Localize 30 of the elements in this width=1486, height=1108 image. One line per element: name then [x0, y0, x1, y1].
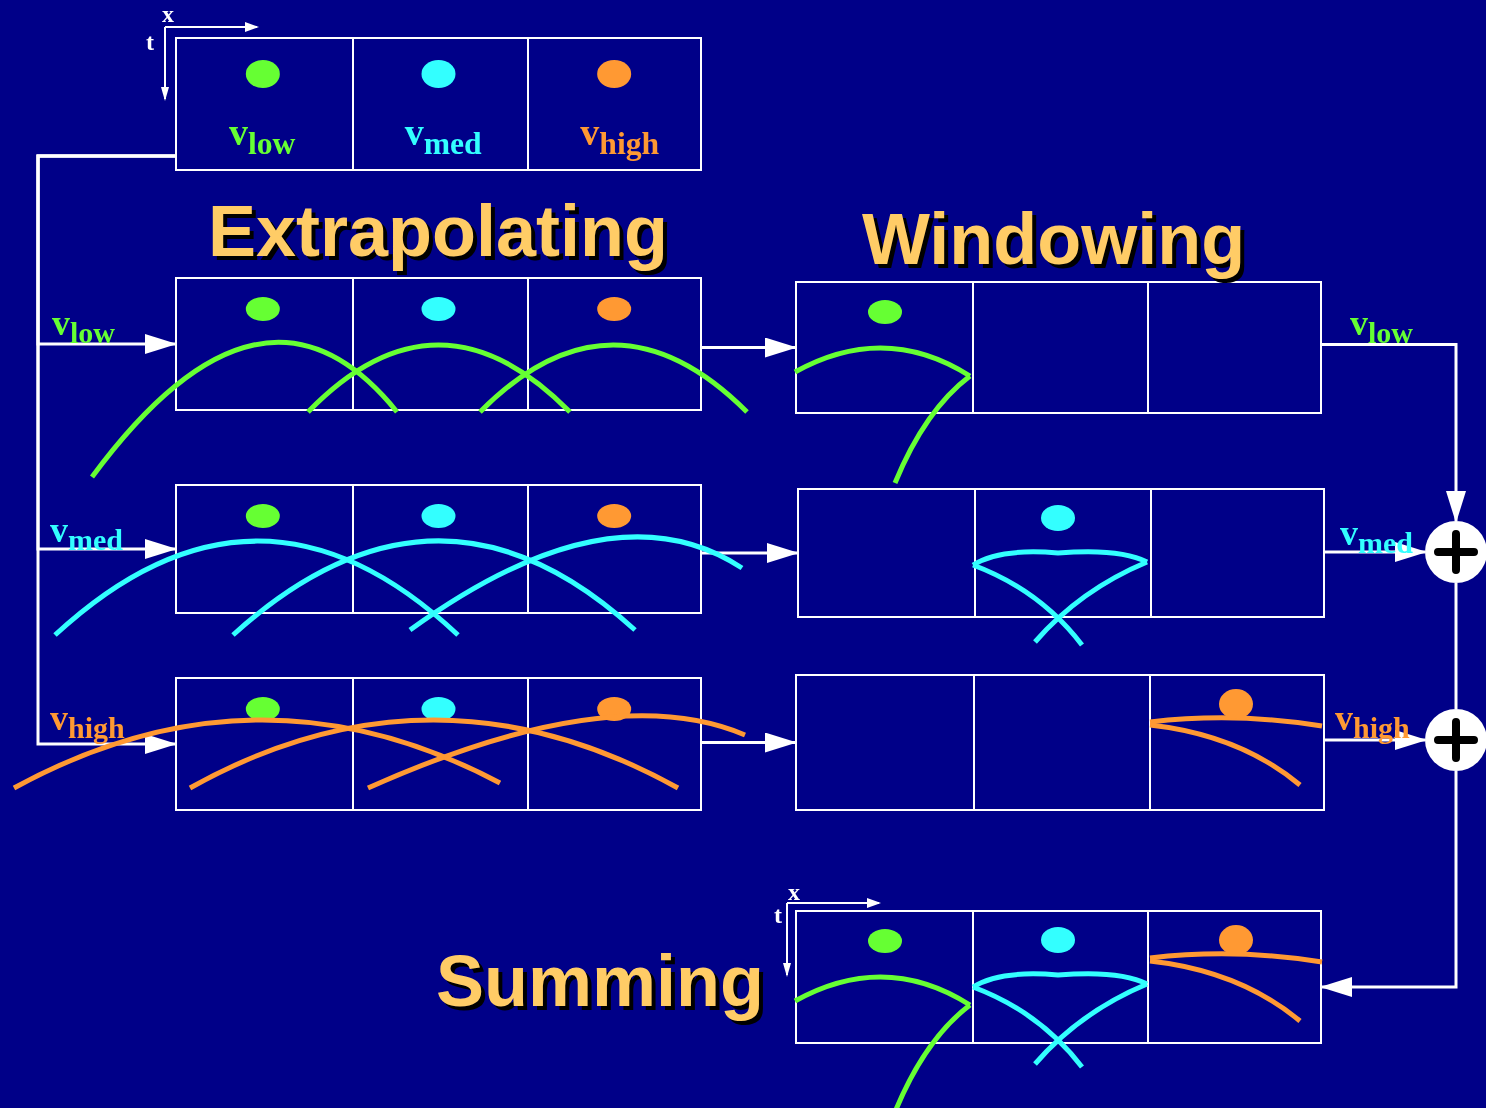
- arrow: [1322, 343, 1466, 523]
- velocity-label: v$_{high}$: [580, 113, 660, 160]
- edge-label: v$_{high}$: [50, 700, 125, 744]
- grid-panel: [795, 281, 1322, 414]
- velocity-label: v$_{med}$: [404, 113, 482, 160]
- grid-panel: [797, 488, 1325, 618]
- grid-panel: [175, 677, 702, 811]
- edge-label: v$_{med}$: [1340, 515, 1413, 559]
- edge-label: v$_{low}$: [1350, 305, 1413, 349]
- edge-label: v$_{low}$: [52, 305, 115, 349]
- axis-label: x: [788, 880, 800, 904]
- edge-label: v$_{med}$: [50, 512, 123, 556]
- arrow: [702, 337, 797, 358]
- arrow: [1320, 771, 1458, 997]
- axis-label: x: [162, 2, 174, 26]
- axis-label: t: [146, 30, 154, 54]
- arrow: [702, 543, 799, 563]
- grid-panel: [795, 910, 1322, 1044]
- velocity-label: v$_{low}$: [229, 113, 296, 160]
- arrow: [36, 154, 177, 754]
- axis-label: t: [774, 903, 782, 927]
- connector-line: [1454, 583, 1458, 709]
- grid-panel: [795, 674, 1325, 811]
- grid-panel: [175, 37, 702, 171]
- grid-panel: [175, 277, 702, 411]
- arrow: [1325, 542, 1427, 562]
- arrow: [702, 732, 797, 753]
- arrow: [1325, 730, 1427, 750]
- grid-panel: [175, 484, 702, 614]
- edge-label: v$_{high}$: [1335, 700, 1410, 744]
